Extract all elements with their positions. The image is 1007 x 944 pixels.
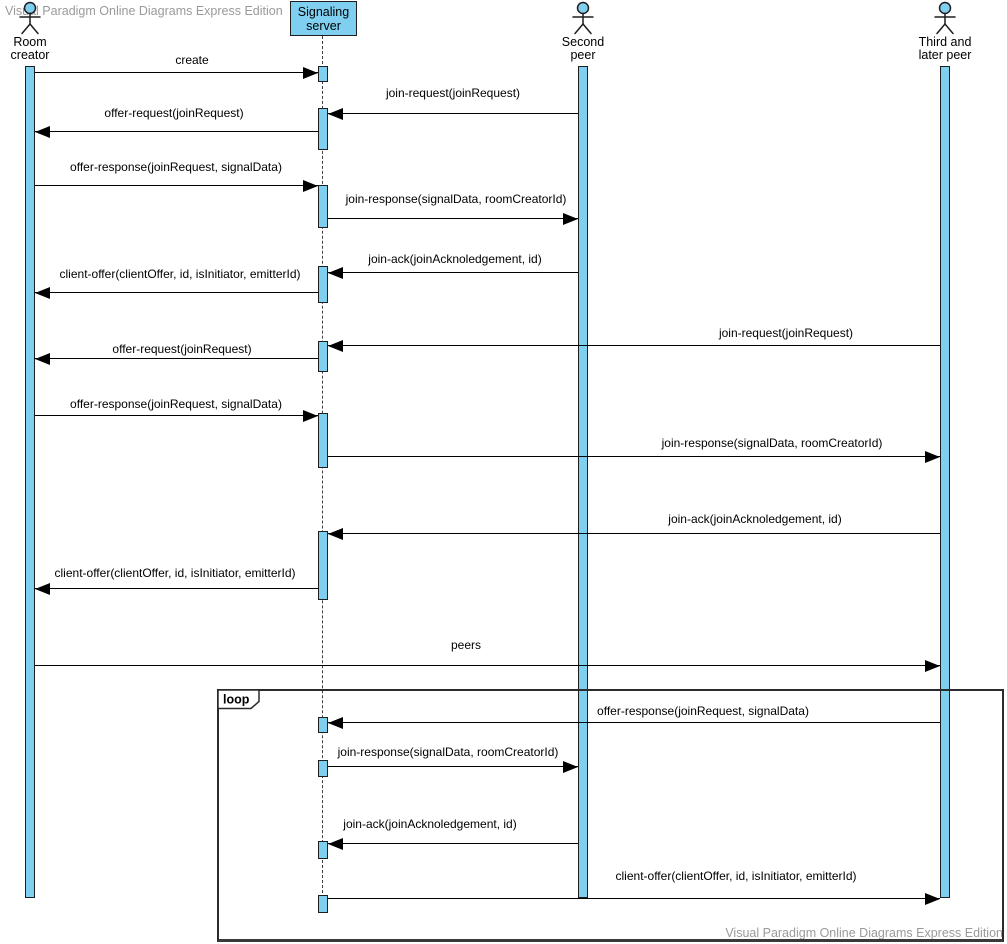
message-label[interactable]: offer-response(joinRequest, signalData): [70, 160, 282, 174]
message-arrowhead: [925, 660, 940, 672]
loop-operator-label: loop: [223, 693, 250, 707]
third-later-peer-actor-icon[interactable]: [928, 1, 962, 40]
third-later-peer-activation-bar[interactable]: [940, 66, 950, 898]
message-arrowhead: [35, 287, 50, 299]
signaling-server-activation-bar[interactable]: [318, 895, 328, 913]
message-label[interactable]: join-response(signalData, roomCreatorId): [661, 436, 883, 450]
room-creator-name-label: Room creator: [10, 35, 50, 62]
message-line[interactable]: [35, 665, 940, 666]
message-label[interactable]: join-ack(joinAcknoledgement, id): [368, 252, 542, 266]
message-label[interactable]: client-offer(clientOffer, id, isInitiato…: [59, 267, 301, 281]
message-line[interactable]: [35, 72, 318, 73]
message-label[interactable]: peers: [450, 638, 482, 652]
message-label[interactable]: offer-response(joinRequest, signalData): [70, 397, 282, 411]
signaling-server-activation-bar[interactable]: [318, 108, 328, 150]
message-line[interactable]: [328, 456, 940, 457]
message-line[interactable]: [328, 843, 578, 844]
message-arrowhead: [303, 180, 318, 192]
message-arrowhead: [35, 126, 50, 138]
loop-operator-tab: loop: [217, 689, 260, 710]
message-label[interactable]: create: [175, 53, 209, 67]
second-peer-actor-icon[interactable]: [566, 1, 600, 40]
message-line[interactable]: [328, 218, 578, 219]
signaling-server-head[interactable]: Signaling server: [290, 1, 357, 36]
message-arrowhead: [328, 528, 343, 540]
message-line[interactable]: [35, 131, 318, 132]
signaling-server-activation-bar[interactable]: [318, 760, 328, 777]
watermark-top: Visual Paradigm Online Diagrams Express …: [5, 4, 283, 18]
message-label[interactable]: offer-response(joinRequest, signalData): [597, 704, 809, 718]
message-arrowhead: [563, 213, 578, 225]
message-arrowhead: [328, 108, 343, 120]
message-line[interactable]: [35, 415, 318, 416]
signaling-server-activation-bar[interactable]: [318, 413, 328, 468]
message-label[interactable]: offer-request(joinRequest): [104, 106, 244, 120]
message-label[interactable]: offer-request(joinRequest): [112, 342, 252, 356]
second-peer-name-label: Second peer: [561, 35, 605, 62]
signaling-server-activation-bar[interactable]: [318, 717, 328, 733]
message-label[interactable]: join-request(joinRequest): [385, 86, 521, 100]
message-arrowhead: [925, 451, 940, 463]
message-line[interactable]: [35, 185, 318, 186]
message-arrowhead: [303, 67, 318, 79]
message-label[interactable]: join-ack(joinAcknoledgement, id): [668, 512, 842, 526]
message-arrowhead: [925, 893, 940, 905]
message-arrowhead: [328, 340, 343, 352]
message-arrowhead: [328, 717, 343, 729]
message-line[interactable]: [328, 113, 578, 114]
watermark-bottom: Visual Paradigm Online Diagrams Express …: [725, 926, 1003, 940]
third-later-peer-name-label: Third and later peer: [918, 35, 972, 62]
message-line[interactable]: [328, 272, 578, 273]
message-arrowhead: [563, 761, 578, 773]
signaling-server-activation-bar[interactable]: [318, 841, 328, 859]
second-peer-activation-bar[interactable]: [578, 66, 588, 898]
message-label[interactable]: join-ack(joinAcknoledgement, id): [343, 817, 517, 831]
message-arrowhead: [303, 410, 318, 422]
message-label[interactable]: client-offer(clientOffer, id, isInitiato…: [615, 869, 857, 883]
signaling-server-activation-bar[interactable]: [318, 341, 328, 372]
message-label[interactable]: join-response(signalData, roomCreatorId): [345, 192, 567, 206]
message-arrowhead: [35, 353, 50, 365]
message-arrowhead: [328, 267, 343, 279]
room-creator-activation-bar[interactable]: [25, 66, 35, 898]
message-arrowhead: [35, 583, 50, 595]
message-label[interactable]: join-request(joinRequest): [718, 326, 854, 340]
signaling-server-lifeline-dashed-line: [322, 36, 323, 913]
message-line[interactable]: [328, 766, 578, 767]
message-arrowhead: [328, 838, 343, 850]
message-line[interactable]: [35, 292, 318, 293]
signaling-server-activation-bar[interactable]: [318, 185, 328, 228]
message-label[interactable]: client-offer(clientOffer, id, isInitiato…: [54, 566, 296, 580]
message-line[interactable]: [328, 722, 940, 723]
message-line[interactable]: [328, 898, 940, 899]
message-label[interactable]: join-response(signalData, roomCreatorId): [337, 745, 559, 759]
room-creator-actor-icon[interactable]: [13, 1, 47, 40]
message-line[interactable]: [35, 588, 318, 589]
signaling-server-activation-bar[interactable]: [318, 66, 328, 82]
signaling-server-activation-bar[interactable]: [318, 531, 328, 600]
loop-fragment[interactable]: loop: [217, 689, 1004, 942]
message-line[interactable]: [35, 358, 318, 359]
signaling-server-activation-bar[interactable]: [318, 266, 328, 303]
message-line[interactable]: [328, 533, 940, 534]
message-line[interactable]: [328, 345, 940, 346]
